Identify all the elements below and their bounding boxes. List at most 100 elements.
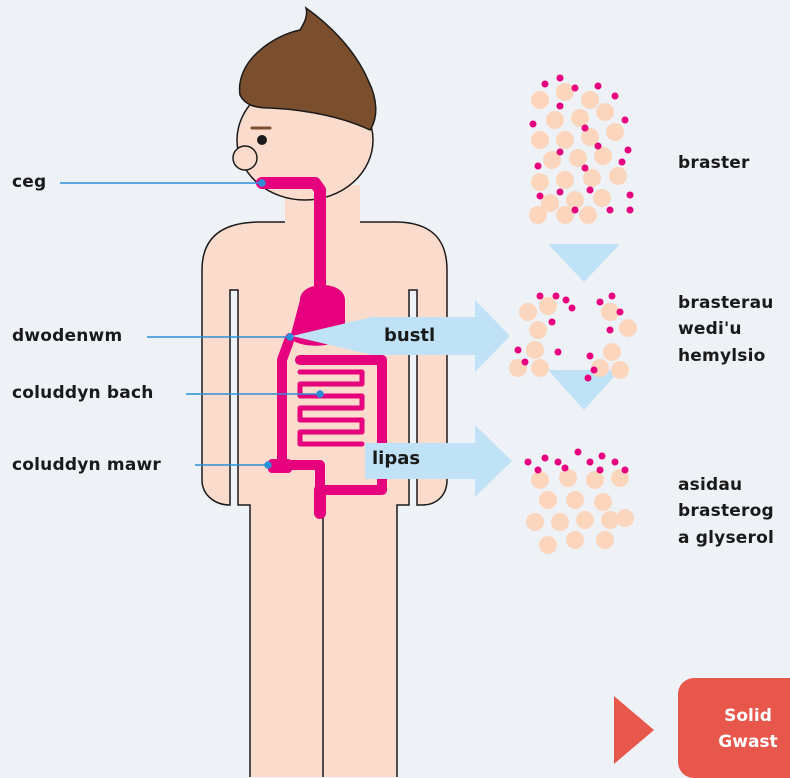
fat-droplet [556, 171, 574, 189]
small-droplet [612, 93, 619, 100]
small-droplet [572, 207, 579, 214]
next-button[interactable]: Solid Gwast [678, 678, 790, 778]
fat-droplet [609, 167, 627, 185]
fat-droplet [583, 169, 601, 187]
label-mouth: ceg [12, 172, 46, 192]
small-droplet [537, 293, 544, 300]
head [233, 8, 376, 200]
fat-droplet [566, 491, 584, 509]
fat-droplet [539, 297, 557, 315]
fat-droplet [596, 103, 614, 121]
label-products-line3: a glyserol [678, 525, 774, 551]
small-droplet [555, 459, 562, 466]
label-fat: braster [678, 150, 750, 176]
fat-droplet [611, 361, 629, 379]
fat-droplet [581, 91, 599, 109]
label-products-line1: asidau [678, 472, 774, 498]
small-droplet [587, 187, 594, 194]
small-droplet [595, 143, 602, 150]
fat-droplet [539, 491, 557, 509]
small-droplet [537, 193, 544, 200]
small-droplet [595, 83, 602, 90]
eye [257, 135, 267, 145]
small-droplet [612, 459, 619, 466]
small-droplet [562, 465, 569, 472]
label-emulsified-line3: hemylsio [678, 343, 774, 369]
small-droplet [597, 299, 604, 306]
label-emulsified-line1: brasterau [678, 290, 774, 316]
small-droplet [563, 297, 570, 304]
small-droplet [607, 207, 614, 214]
small-droplet [607, 327, 614, 334]
label-bile: bustl [384, 325, 435, 346]
small-droplet [553, 293, 560, 300]
next-arrow-icon[interactable] [614, 696, 654, 764]
fat-droplet [529, 321, 547, 339]
fat-droplet [546, 111, 564, 129]
label-duodenum: dwodenwm [12, 326, 122, 346]
fat-droplet [606, 123, 624, 141]
small-droplet [557, 149, 564, 156]
fat-droplet [603, 343, 621, 361]
small-droplet [542, 455, 549, 462]
small-droplet [557, 189, 564, 196]
fat-droplet [619, 319, 637, 337]
small-droplet [622, 467, 629, 474]
small-droplet [587, 353, 594, 360]
fat-droplet [551, 513, 569, 531]
small-droplet [627, 192, 634, 199]
small-droplet [609, 293, 616, 300]
fat-droplet [566, 191, 584, 209]
fat-droplet [616, 509, 634, 527]
small-droplet [582, 125, 589, 132]
fat-droplet [596, 531, 614, 549]
fat-droplet [526, 513, 544, 531]
fat-droplet [556, 83, 574, 101]
fat-droplet [559, 469, 577, 487]
small-droplet [522, 359, 529, 366]
fat-droplet [576, 511, 594, 529]
fat-droplet [593, 189, 611, 207]
fat-droplet [566, 531, 584, 549]
fat-droplet [571, 109, 589, 127]
fat-droplet [556, 131, 574, 149]
small-droplet [525, 459, 532, 466]
fat-droplet [601, 303, 619, 321]
fat-droplet [594, 493, 612, 511]
fatty-acids-glycerol-cluster [525, 449, 635, 555]
small-droplet [515, 347, 522, 354]
small-droplet [625, 147, 632, 154]
fat-droplet [539, 536, 557, 554]
down-arrow-1 [548, 244, 620, 282]
small-droplet [597, 467, 604, 474]
fat-droplet [526, 341, 544, 359]
small-droplet [557, 75, 564, 82]
small-droplet [619, 159, 626, 166]
next-button-line1: Solid [678, 704, 790, 730]
small-droplet [549, 319, 556, 326]
fat-droplet-cluster [529, 75, 634, 225]
label-products: asidau brasterog a glyserol [678, 472, 774, 551]
small-droplet [557, 103, 564, 110]
fat-droplet [529, 206, 547, 224]
small-droplet [585, 375, 592, 382]
small-droplet [530, 121, 537, 128]
small-droplet [582, 165, 589, 172]
emulsified-fat-cluster [509, 293, 637, 382]
fat-droplet [531, 359, 549, 377]
small-droplet [542, 81, 549, 88]
label-fat-line1: braster [678, 150, 750, 176]
fat-droplet [586, 471, 604, 489]
label-emulsified-line2: wedi'u [678, 316, 774, 342]
label-emulsified: brasterau wedi'u hemylsio [678, 290, 774, 369]
fat-droplet [579, 206, 597, 224]
label-large-intestine: coluddyn mawr [12, 455, 161, 475]
fat-droplet [531, 471, 549, 489]
next-button-line2: Gwast [678, 730, 790, 756]
small-droplet [555, 349, 562, 356]
small-droplet [627, 207, 634, 214]
down-arrow-2 [548, 370, 620, 410]
fat-droplet [556, 206, 574, 224]
fat-droplet [531, 173, 549, 191]
fat-droplet [531, 91, 549, 109]
